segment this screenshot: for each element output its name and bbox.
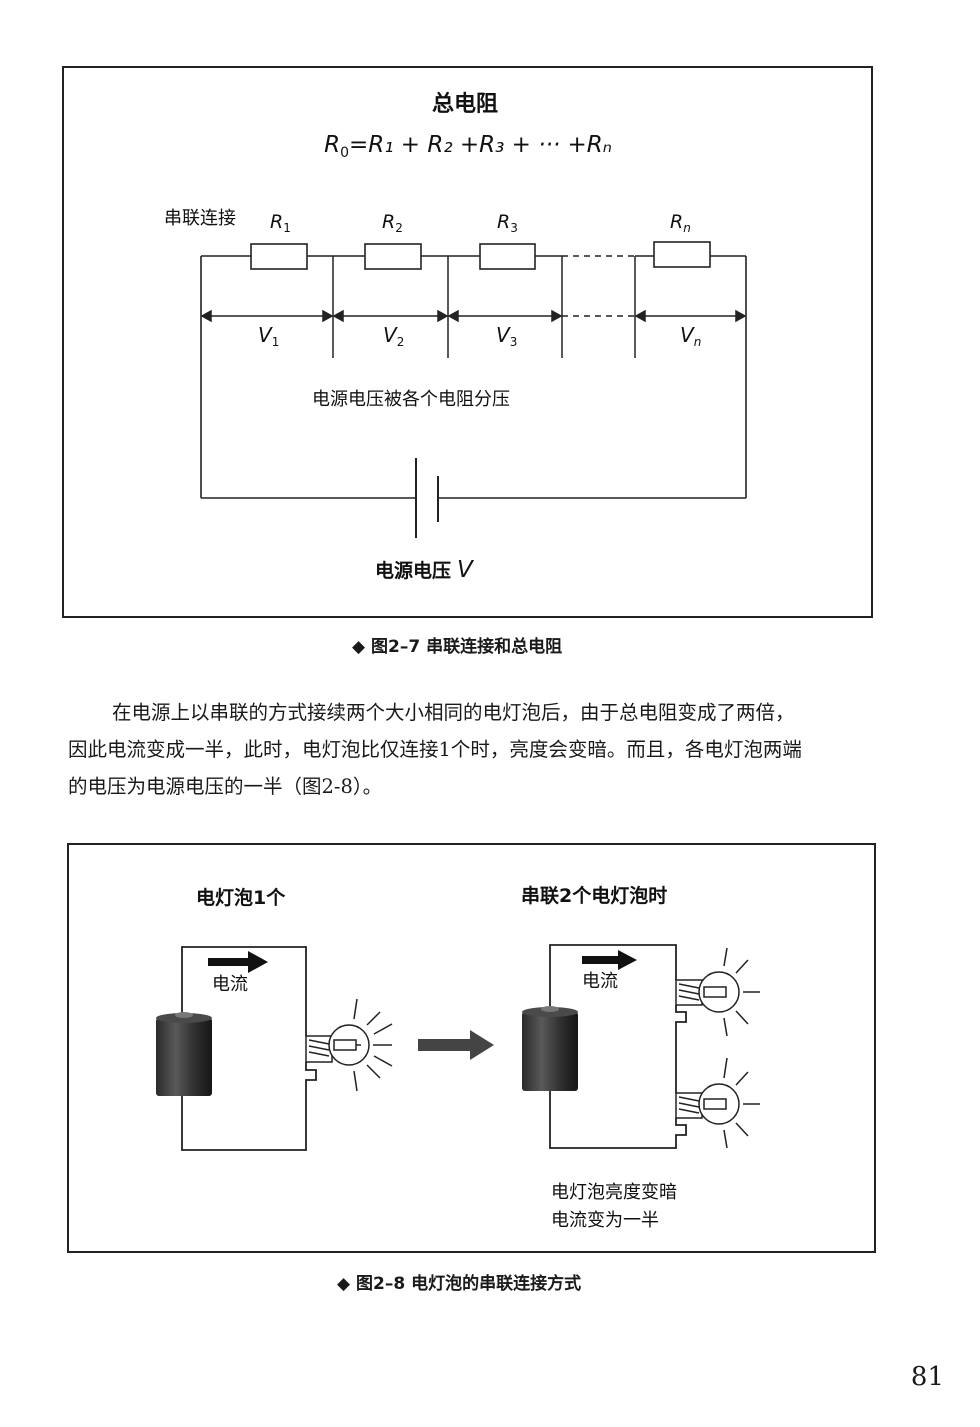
right-current-arrow [582,950,637,970]
voltage-label-v1: V1 [258,323,279,349]
left-lightbulb-icon [305,998,393,1092]
resistor-label-r3: R3 [497,211,518,235]
total-resistance-formula: R0=R₁ + R₂ +R₃ + ··· +Rₙ [324,132,612,161]
figure-2-7-frame [62,66,873,618]
figure-2-8-caption: ◆ 图2–8 电灯泡的串联连接方式 [337,1274,582,1294]
page-number: 81 [910,1362,944,1392]
resistor-label-rn: Rn [670,211,691,235]
series-bulbs-title: 串联2个电灯泡时 [521,884,667,907]
dim-note-line-2: 电流变为一半 [551,1210,659,1231]
dim-note-line-1: 电灯泡亮度变暗 [551,1182,677,1203]
resistor-r3 [479,243,536,270]
resistor-label-r2: R2 [382,211,403,235]
voltage-arrows [200,309,747,323]
battery-symbol [415,458,439,538]
left-battery [156,1012,212,1096]
series-connection-label: 串联连接 [164,208,236,229]
single-bulb-title: 电灯泡1个 [196,886,286,909]
right-bottom-lightbulb-icon [675,1057,760,1149]
transition-arrow [418,1030,494,1060]
voltage-divide-text: 电源电压被各个电阻分压 [312,389,510,410]
voltage-label-vn: Vn [680,323,701,349]
left-circuit-wires [181,946,317,1151]
resistor-label-r1: R1 [270,211,291,235]
total-resistance-title: 总电阻 [432,91,498,117]
figure-2-7-caption: ◆ 图2–7 串联连接和总电阻 [352,637,563,657]
circuit-wires [200,255,747,499]
figure-2-7-diagram: 总电阻 R0=R₁ + R₂ +R₃ + ··· +Rₙ 串联连接 R1 R2 … [164,91,747,583]
body-paragraph: 在电源上以串联的方式接续两个大小相同的电灯泡后，由于总电阻变成了两倍， 因此电流… [68,694,880,805]
right-battery [522,1006,578,1091]
left-current-label: 电流 [212,974,248,995]
voltage-label-v2: V2 [383,323,404,349]
figure-2-8-frame [67,843,876,1253]
resistor-r1 [250,243,308,270]
paragraph-line-3: 的电压为电源电压的一半（图2-8）。 [68,775,383,798]
paragraph-line-2: 因此电流变成一半，此时，电灯泡比仅连接1个时，亮度会变暗。而且，各电灯泡两端 [68,738,802,761]
right-current-label: 电流 [582,971,618,992]
right-circuit-wires [549,944,687,1149]
resistor-labels: R1 R2 R3 Rn [270,211,691,235]
figure-2-8-diagram: 电灯泡1个 串联2个电灯泡时 电流 [156,884,760,1231]
paragraph-line-1: 在电源上以串联的方式接续两个大小相同的电灯泡后，由于总电阻变成了两倍， [112,701,795,724]
voltage-labels: V1 V2 V3 Vn [258,323,701,349]
voltage-label-v3: V3 [496,323,517,349]
resistor-r2 [364,243,422,270]
voltage-division-markers [332,256,636,358]
resistor-rn [653,241,711,268]
resistor-symbols [250,241,711,270]
left-current-arrow [208,951,268,973]
right-top-lightbulb-icon [675,947,760,1037]
